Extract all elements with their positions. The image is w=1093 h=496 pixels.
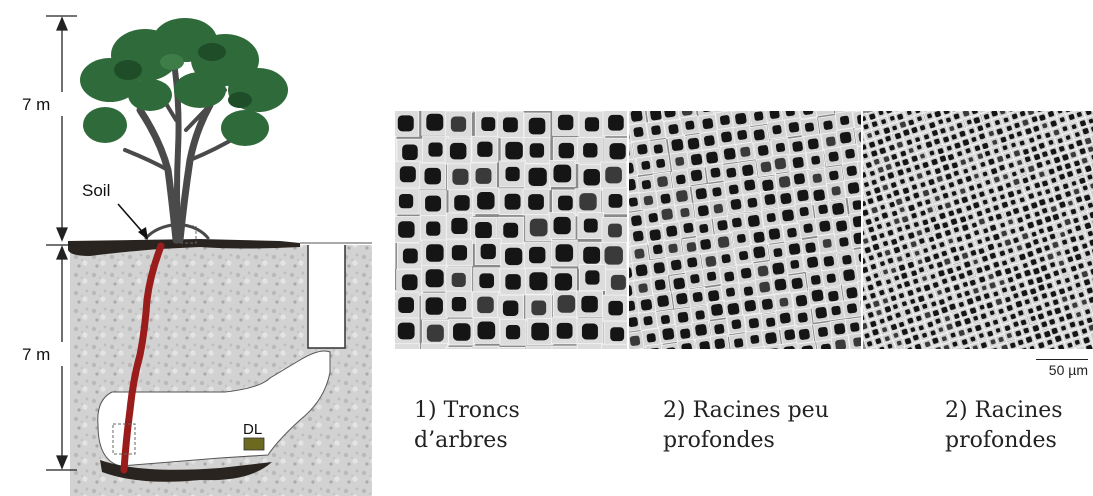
pore-texture — [629, 111, 861, 349]
height-label-bottom: 7 m — [22, 345, 50, 364]
micrograph-deep-roots — [863, 111, 1093, 349]
dl-label: DL — [243, 421, 262, 438]
micrograph-tree-trunk — [395, 111, 627, 349]
pore-texture — [863, 111, 1093, 349]
caption-shallow-roots: 2) Racines peu profondes — [663, 396, 829, 456]
caption-deep-roots: 2) Racines profondes — [945, 396, 1063, 456]
soil-pointer-arrow — [118, 204, 148, 240]
scale-bar-line — [1036, 359, 1088, 360]
caption-tree-trunk: 1) Troncs d’arbres — [414, 396, 520, 456]
height-arrow-top — [46, 16, 77, 240]
tree-foliage — [80, 18, 288, 146]
dl-deposit-box — [244, 438, 264, 450]
rock-mass — [70, 245, 372, 496]
soil-label: Soil — [82, 181, 110, 200]
scale-bar-label: 50 µm — [1036, 362, 1088, 378]
pore-texture — [395, 111, 627, 349]
tree-cave-diagram: DL — [0, 0, 380, 496]
micrograph-shallow-roots — [629, 111, 861, 349]
height-label-top: 7 m — [22, 95, 50, 114]
scale-bar: 50 µm — [1036, 358, 1088, 380]
